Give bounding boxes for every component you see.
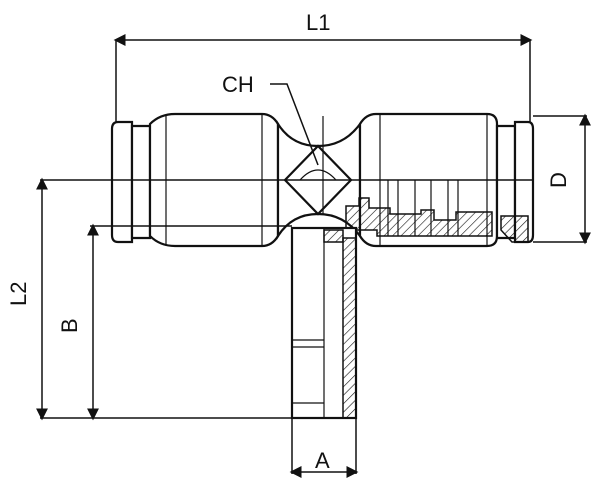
tee-fitting-body bbox=[95, 112, 535, 420]
label-l2: L2 bbox=[6, 282, 31, 306]
label-a: A bbox=[315, 448, 330, 473]
dimension-lines bbox=[36, 34, 591, 478]
label-d: D bbox=[546, 172, 571, 188]
label-ch: CH bbox=[222, 72, 254, 97]
label-b: B bbox=[57, 318, 82, 333]
label-l1: L1 bbox=[306, 10, 330, 35]
